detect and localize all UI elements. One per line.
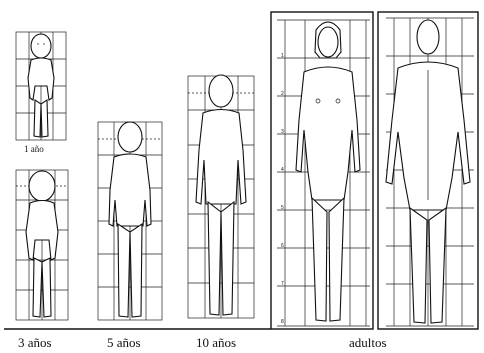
female-scale-numbers: 1 2 3 4 5 6 7 8	[281, 53, 284, 325]
label-adults: adultos	[349, 336, 387, 349]
label-3-years: 3 años	[18, 336, 52, 349]
scale-number: 8	[281, 319, 284, 325]
label-5-years: 5 años	[107, 336, 141, 349]
figure-1-year	[28, 34, 54, 137]
figure-adult-female	[296, 22, 360, 321]
scale-number: 4	[281, 167, 284, 173]
scale-number: 2	[281, 91, 284, 97]
scale-number: 6	[281, 243, 284, 249]
label-1-year: 1 año	[24, 145, 44, 154]
scale-number: 3	[281, 129, 284, 135]
scale-number: 7	[281, 281, 284, 287]
label-10-years: 10 años	[196, 336, 236, 349]
scale-number: 1	[281, 53, 284, 59]
scale-number: 5	[281, 205, 284, 211]
